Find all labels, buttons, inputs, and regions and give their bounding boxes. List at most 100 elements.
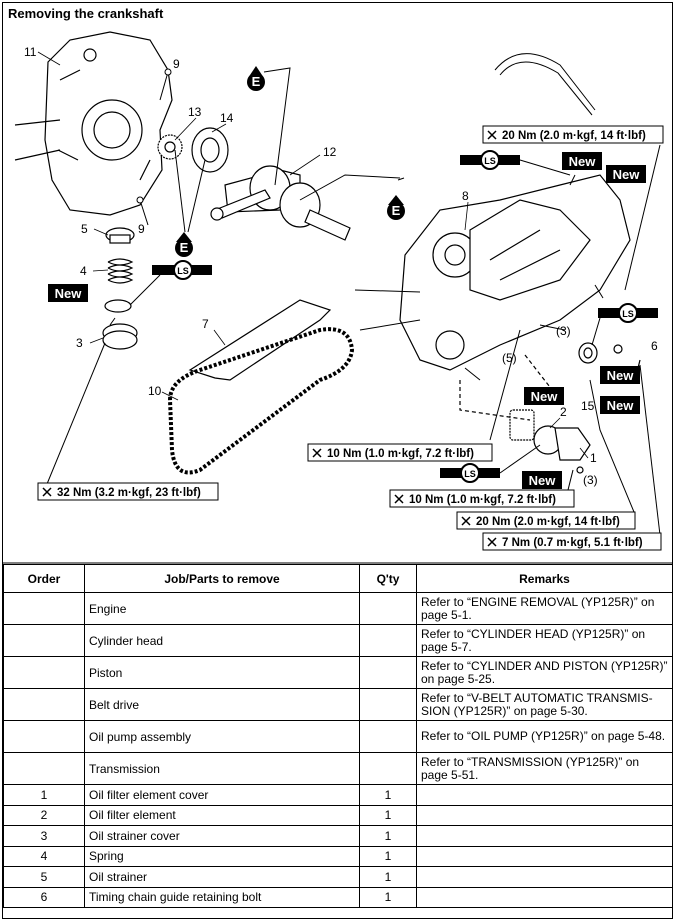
- svg-text:LS: LS: [464, 469, 476, 479]
- cell-order: [3, 656, 85, 689]
- table-row: 1 Oil filter element cover 1: [3, 784, 673, 806]
- cell-remarks: Refer to “CYLINDER AND PISTON (YP125R)” …: [416, 656, 673, 689]
- cell-job: Oil filter element cover: [84, 784, 360, 806]
- cell-remarks: [416, 784, 673, 806]
- svg-text:New: New: [55, 286, 83, 301]
- cell-remarks: Refer to “TRANSMISSION (YP125R)” on page…: [416, 752, 673, 785]
- cell-job: Belt drive: [84, 688, 360, 721]
- cell-qty: [359, 592, 417, 625]
- table-row: 3 Oil strainer cover 1: [3, 825, 673, 847]
- cell-job: Spring: [84, 845, 360, 867]
- cell-order: 3: [3, 825, 85, 847]
- cell-order: [3, 752, 85, 785]
- svg-text:14: 14: [220, 111, 234, 125]
- svg-text:20 Nm (2.0 m·kgf, 14 ft·lbf): 20 Nm (2.0 m·kgf, 14 ft·lbf): [476, 516, 620, 528]
- svg-text:New: New: [613, 167, 641, 182]
- svg-text:(5): (5): [502, 351, 517, 365]
- right-crankcase: [399, 174, 631, 371]
- left-crankcase: [14, 31, 173, 216]
- svg-text:LS: LS: [177, 266, 189, 276]
- svg-text:10 Nm (1.0 m·kgf, 7.2 ft·lbf): 10 Nm (1.0 m·kgf, 7.2 ft·lbf): [409, 494, 556, 506]
- callout-numbers: 11 9 13 14 12 8 5 9 4 3 7 10 2 1 6 15 (3…: [24, 45, 658, 487]
- svg-text:6: 6: [651, 339, 658, 353]
- cell-qty: [359, 624, 417, 657]
- cell-job: Transmission: [84, 752, 360, 785]
- cell-qty: [359, 752, 417, 785]
- page-title: Removing the crankshaft: [8, 6, 164, 21]
- cell-remarks: [416, 804, 673, 826]
- cell-qty: 1: [359, 784, 417, 806]
- svg-text:10: 10: [148, 384, 162, 398]
- exploded-diagram: E E E LS: [3, 31, 673, 564]
- svg-text:20 Nm (2.0 m·kgf, 14 ft·lbf): 20 Nm (2.0 m·kgf, 14 ft·lbf): [502, 130, 646, 142]
- svg-text:1: 1: [590, 451, 597, 465]
- cell-remarks: Refer to “CYLINDER HEAD (YP125R)” on pag…: [416, 624, 673, 657]
- svg-text:E: E: [180, 240, 189, 255]
- torque-specs: 20 Nm (2.0 m·kgf, 14 ft·lbf) 10 Nm (1.0 …: [37, 125, 664, 551]
- cell-remarks: Refer to “ENGINE REMOVAL (YP125R)” on pa…: [416, 592, 673, 625]
- cell-job: Engine: [84, 592, 360, 625]
- cell-remarks: Refer to “V-BELT AUTOMATIC TRANSMIS-SION…: [416, 688, 673, 721]
- cell-remarks: [416, 845, 673, 867]
- cell-qty: 1: [359, 886, 417, 908]
- svg-text:10 Nm (1.0 m·kgf, 7.2 ft·lbf): 10 Nm (1.0 m·kgf, 7.2 ft·lbf): [327, 448, 474, 460]
- table-row: 6 Timing chain guide retaining bolt 1: [3, 886, 673, 908]
- table-row: 5 Oil strainer 1: [3, 866, 673, 888]
- cell-qty: [359, 720, 417, 753]
- svg-text:(3): (3): [556, 324, 571, 338]
- cell-job: Piston: [84, 656, 360, 689]
- svg-text:32 Nm (3.2 m·kgf, 23 ft·lbf): 32 Nm (3.2 m·kgf, 23 ft·lbf): [57, 487, 201, 499]
- cell-order: 2: [3, 804, 85, 826]
- parts-table: Order Job/Parts to remove Q'ty Remarks E…: [3, 564, 673, 908]
- cell-order: [3, 624, 85, 657]
- table-row: Belt drive Refer to “V-BELT AUTOMATIC TR…: [3, 688, 673, 721]
- table-row: Cylinder head Refer to “CYLINDER HEAD (Y…: [3, 624, 673, 657]
- svg-text:New: New: [607, 398, 635, 413]
- table-row: Engine Refer to “ENGINE REMOVAL (YP125R)…: [3, 592, 673, 625]
- svg-text:E: E: [392, 203, 401, 218]
- cell-qty: 1: [359, 825, 417, 847]
- table-row: Transmission Refer to “TRANSMISSION (YP1…: [3, 752, 673, 785]
- svg-text:New: New: [607, 368, 635, 383]
- cell-job: Oil pump assembly: [84, 720, 360, 753]
- cell-qty: [359, 688, 417, 721]
- header-qty: Q'ty: [359, 564, 417, 593]
- cell-order: [3, 720, 85, 753]
- svg-text:13: 13: [188, 105, 202, 119]
- header-job: Job/Parts to remove: [84, 564, 360, 593]
- svg-text:7 Nm (0.7 m·kgf, 5.1 ft·lbf): 7 Nm (0.7 m·kgf, 5.1 ft·lbf): [502, 537, 643, 549]
- lube-ls-icon: LS: [152, 260, 212, 280]
- svg-text:New: New: [569, 154, 597, 169]
- table-row: Oil pump assembly Refer to “OIL PUMP (YP…: [3, 720, 673, 753]
- cell-remarks: [416, 886, 673, 908]
- cell-order: [3, 592, 85, 625]
- cell-order: 5: [3, 866, 85, 888]
- cell-order: 4: [3, 845, 85, 867]
- cell-qty: 1: [359, 804, 417, 826]
- svg-text:New: New: [531, 389, 559, 404]
- cell-qty: 1: [359, 866, 417, 888]
- cell-qty: 1: [359, 845, 417, 867]
- svg-text:2: 2: [560, 405, 567, 419]
- cell-order: [3, 688, 85, 721]
- svg-text:E: E: [252, 74, 261, 89]
- cell-job: Oil filter element: [84, 804, 360, 826]
- svg-text:New: New: [529, 473, 557, 488]
- svg-text:5: 5: [81, 222, 88, 236]
- cell-remarks: Refer to “OIL PUMP (YP125R)” on page 5-4…: [416, 720, 673, 753]
- header-remarks: Remarks: [416, 564, 673, 593]
- cell-order: 6: [3, 886, 85, 908]
- table-row: 4 Spring 1: [3, 845, 673, 867]
- svg-text:LS: LS: [622, 309, 634, 319]
- lube-ls-icons-right: LS LS LS: [440, 150, 658, 483]
- cell-remarks: [416, 866, 673, 888]
- cell-qty: [359, 656, 417, 689]
- cell-job: Timing chain guide retaining bolt: [84, 886, 360, 908]
- cell-job: Cylinder head: [84, 624, 360, 657]
- svg-text:11: 11: [24, 45, 37, 59]
- svg-text:15: 15: [581, 399, 595, 413]
- svg-text:LS: LS: [484, 156, 496, 166]
- table-header-row: Order Job/Parts to remove Q'ty Remarks: [3, 564, 673, 593]
- cell-job: Oil strainer: [84, 866, 360, 888]
